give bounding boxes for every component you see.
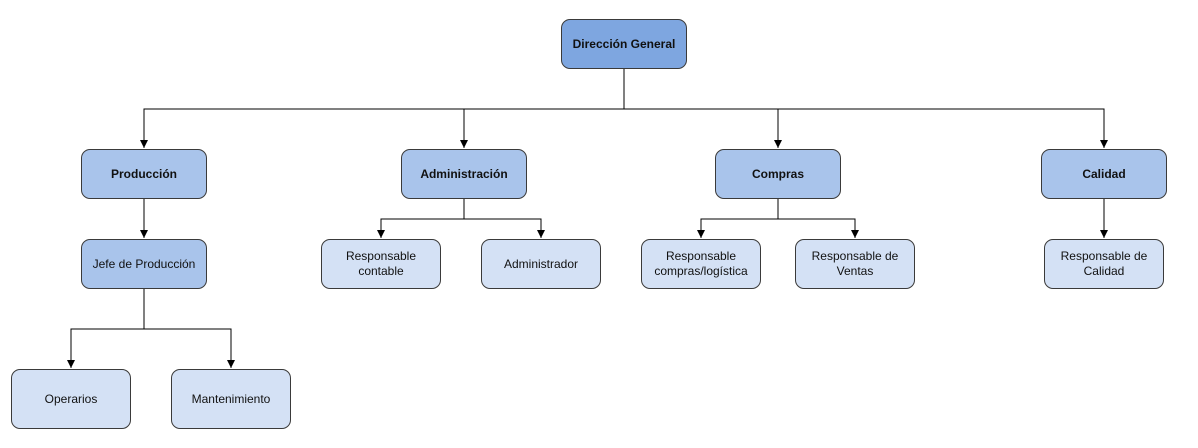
connector-jefe_produccion-operarios xyxy=(67,289,145,368)
node-jefe-de-produccion[interactable]: Jefe de Producción xyxy=(81,239,207,289)
connector-administracion-resp_contable xyxy=(377,199,465,238)
node-administrador[interactable]: Administrador xyxy=(481,239,601,289)
connector-direccion-administracion xyxy=(460,69,625,148)
node-responsable-compras-logistica[interactable]: Responsable compras/logística xyxy=(641,239,761,289)
connector-compras-resp_compras xyxy=(697,199,779,238)
node-direccion-general[interactable]: Dirección General xyxy=(561,19,687,69)
node-administracion[interactable]: Administración xyxy=(401,149,527,199)
node-calidad[interactable]: Calidad xyxy=(1041,149,1167,199)
connector-administracion-administrador xyxy=(463,199,545,238)
node-responsable-de-calidad[interactable]: Responsable de Calidad xyxy=(1044,239,1164,289)
connector-jefe_produccion-mantenimiento xyxy=(143,289,235,368)
connector-direccion-calidad xyxy=(623,69,1108,148)
node-operarios[interactable]: Operarios xyxy=(11,369,131,429)
node-mantenimiento[interactable]: Mantenimiento xyxy=(171,369,291,429)
node-responsable-contable[interactable]: Responsable contable xyxy=(321,239,441,289)
node-compras[interactable]: Compras xyxy=(715,149,841,199)
node-produccion[interactable]: Producción xyxy=(81,149,207,199)
node-responsable-de-ventas[interactable]: Responsable de Ventas xyxy=(795,239,915,289)
connector-compras-resp_ventas xyxy=(777,199,859,238)
